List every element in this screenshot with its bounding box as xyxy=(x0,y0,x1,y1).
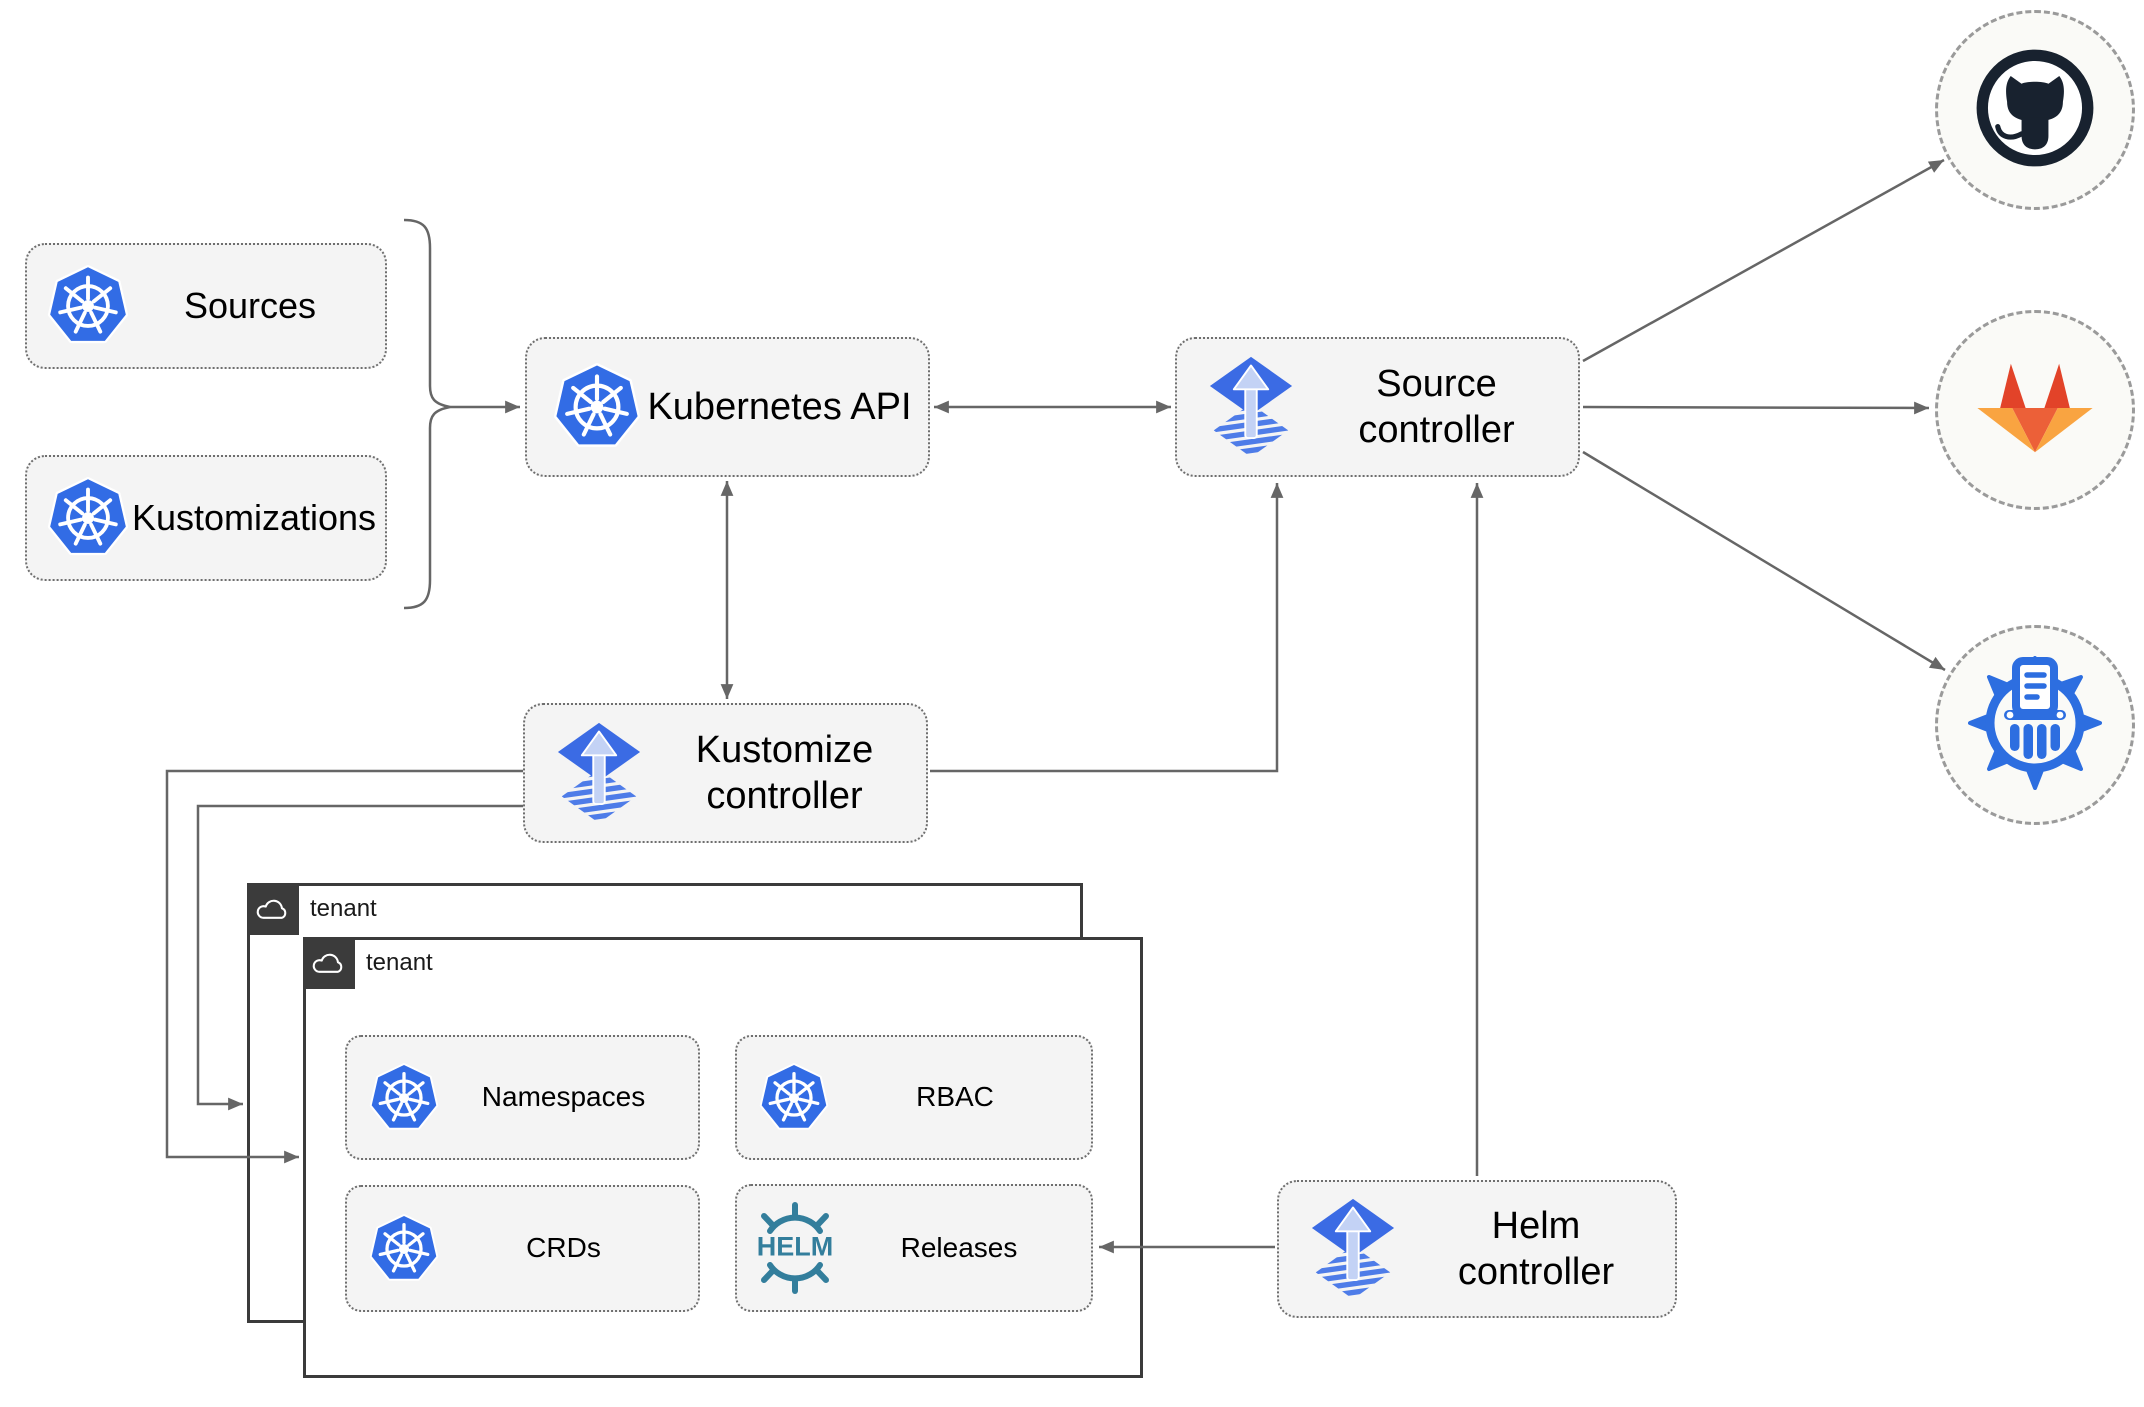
flux-icon xyxy=(1207,354,1295,461)
helm-controller-label: Helm controller xyxy=(1457,1204,1615,1293)
kubernetes-wheel-icon xyxy=(759,1062,829,1133)
kubernetes-wheel-icon xyxy=(47,477,129,559)
releases-label: Releases xyxy=(900,1231,1018,1263)
rbac-node: RBAC xyxy=(735,1035,1093,1160)
rbac-label: RBAC xyxy=(916,1081,994,1113)
crds-node: CRDs xyxy=(345,1185,700,1312)
kustomize-controller-node: Kustomize controller xyxy=(523,703,928,843)
crds-label: CRDs xyxy=(526,1232,601,1264)
helm-wordmark: HELM xyxy=(756,1231,834,1262)
arrow-sourcectrl-to-chartmuseum xyxy=(1582,450,1946,672)
cloud-icon xyxy=(247,883,299,935)
sources-node: Sources xyxy=(25,243,387,369)
namespaces-label: Namespaces xyxy=(481,1081,646,1113)
arrow-sourcectrl-to-gitlab xyxy=(1582,401,1930,415)
tenant-outer-label: tenant xyxy=(310,895,377,922)
cloud-icon xyxy=(303,937,355,989)
chartmuseum-icon xyxy=(1968,656,2102,795)
kubernetes-wheel-icon xyxy=(369,1062,439,1133)
kubernetes-api-node: Kubernetes API xyxy=(525,337,930,477)
group-brace xyxy=(403,218,451,610)
source-controller-node: Source controller xyxy=(1175,337,1580,477)
gitlab-provider xyxy=(1935,310,2135,510)
kubernetes-wheel-icon xyxy=(47,265,129,347)
arrow-sourcectrl-to-github xyxy=(1582,158,1945,363)
kustomizations-node: Kustomizations xyxy=(25,455,387,581)
kustomizations-label: Kustomizations xyxy=(131,497,377,539)
source-controller-label: Source controller xyxy=(1358,362,1515,451)
helm-wheel-icon: HELM xyxy=(753,1200,837,1296)
github-octocat-icon xyxy=(1974,47,2096,174)
namespaces-node: Namespaces xyxy=(345,1035,700,1160)
kubernetes-wheel-icon xyxy=(553,363,641,451)
flux-icon xyxy=(555,720,643,827)
github-provider xyxy=(1935,10,2135,210)
arrow-kustomizectrl-to-sourcectrl xyxy=(930,483,1284,773)
releases-node: HELM Releases xyxy=(735,1184,1093,1312)
sources-label: Sources xyxy=(183,285,317,327)
kubernetes-api-label: Kubernetes API xyxy=(647,385,912,428)
tenant-inner-label: tenant xyxy=(366,949,433,976)
chartmuseum-provider xyxy=(1935,625,2135,825)
kubernetes-wheel-icon xyxy=(369,1213,439,1284)
helm-controller-node: Helm controller xyxy=(1277,1180,1677,1318)
kustomize-controller-label: Kustomize controller xyxy=(695,728,874,817)
gitlab-tanuki-icon xyxy=(1968,346,2102,475)
flux-icon xyxy=(1309,1196,1397,1303)
